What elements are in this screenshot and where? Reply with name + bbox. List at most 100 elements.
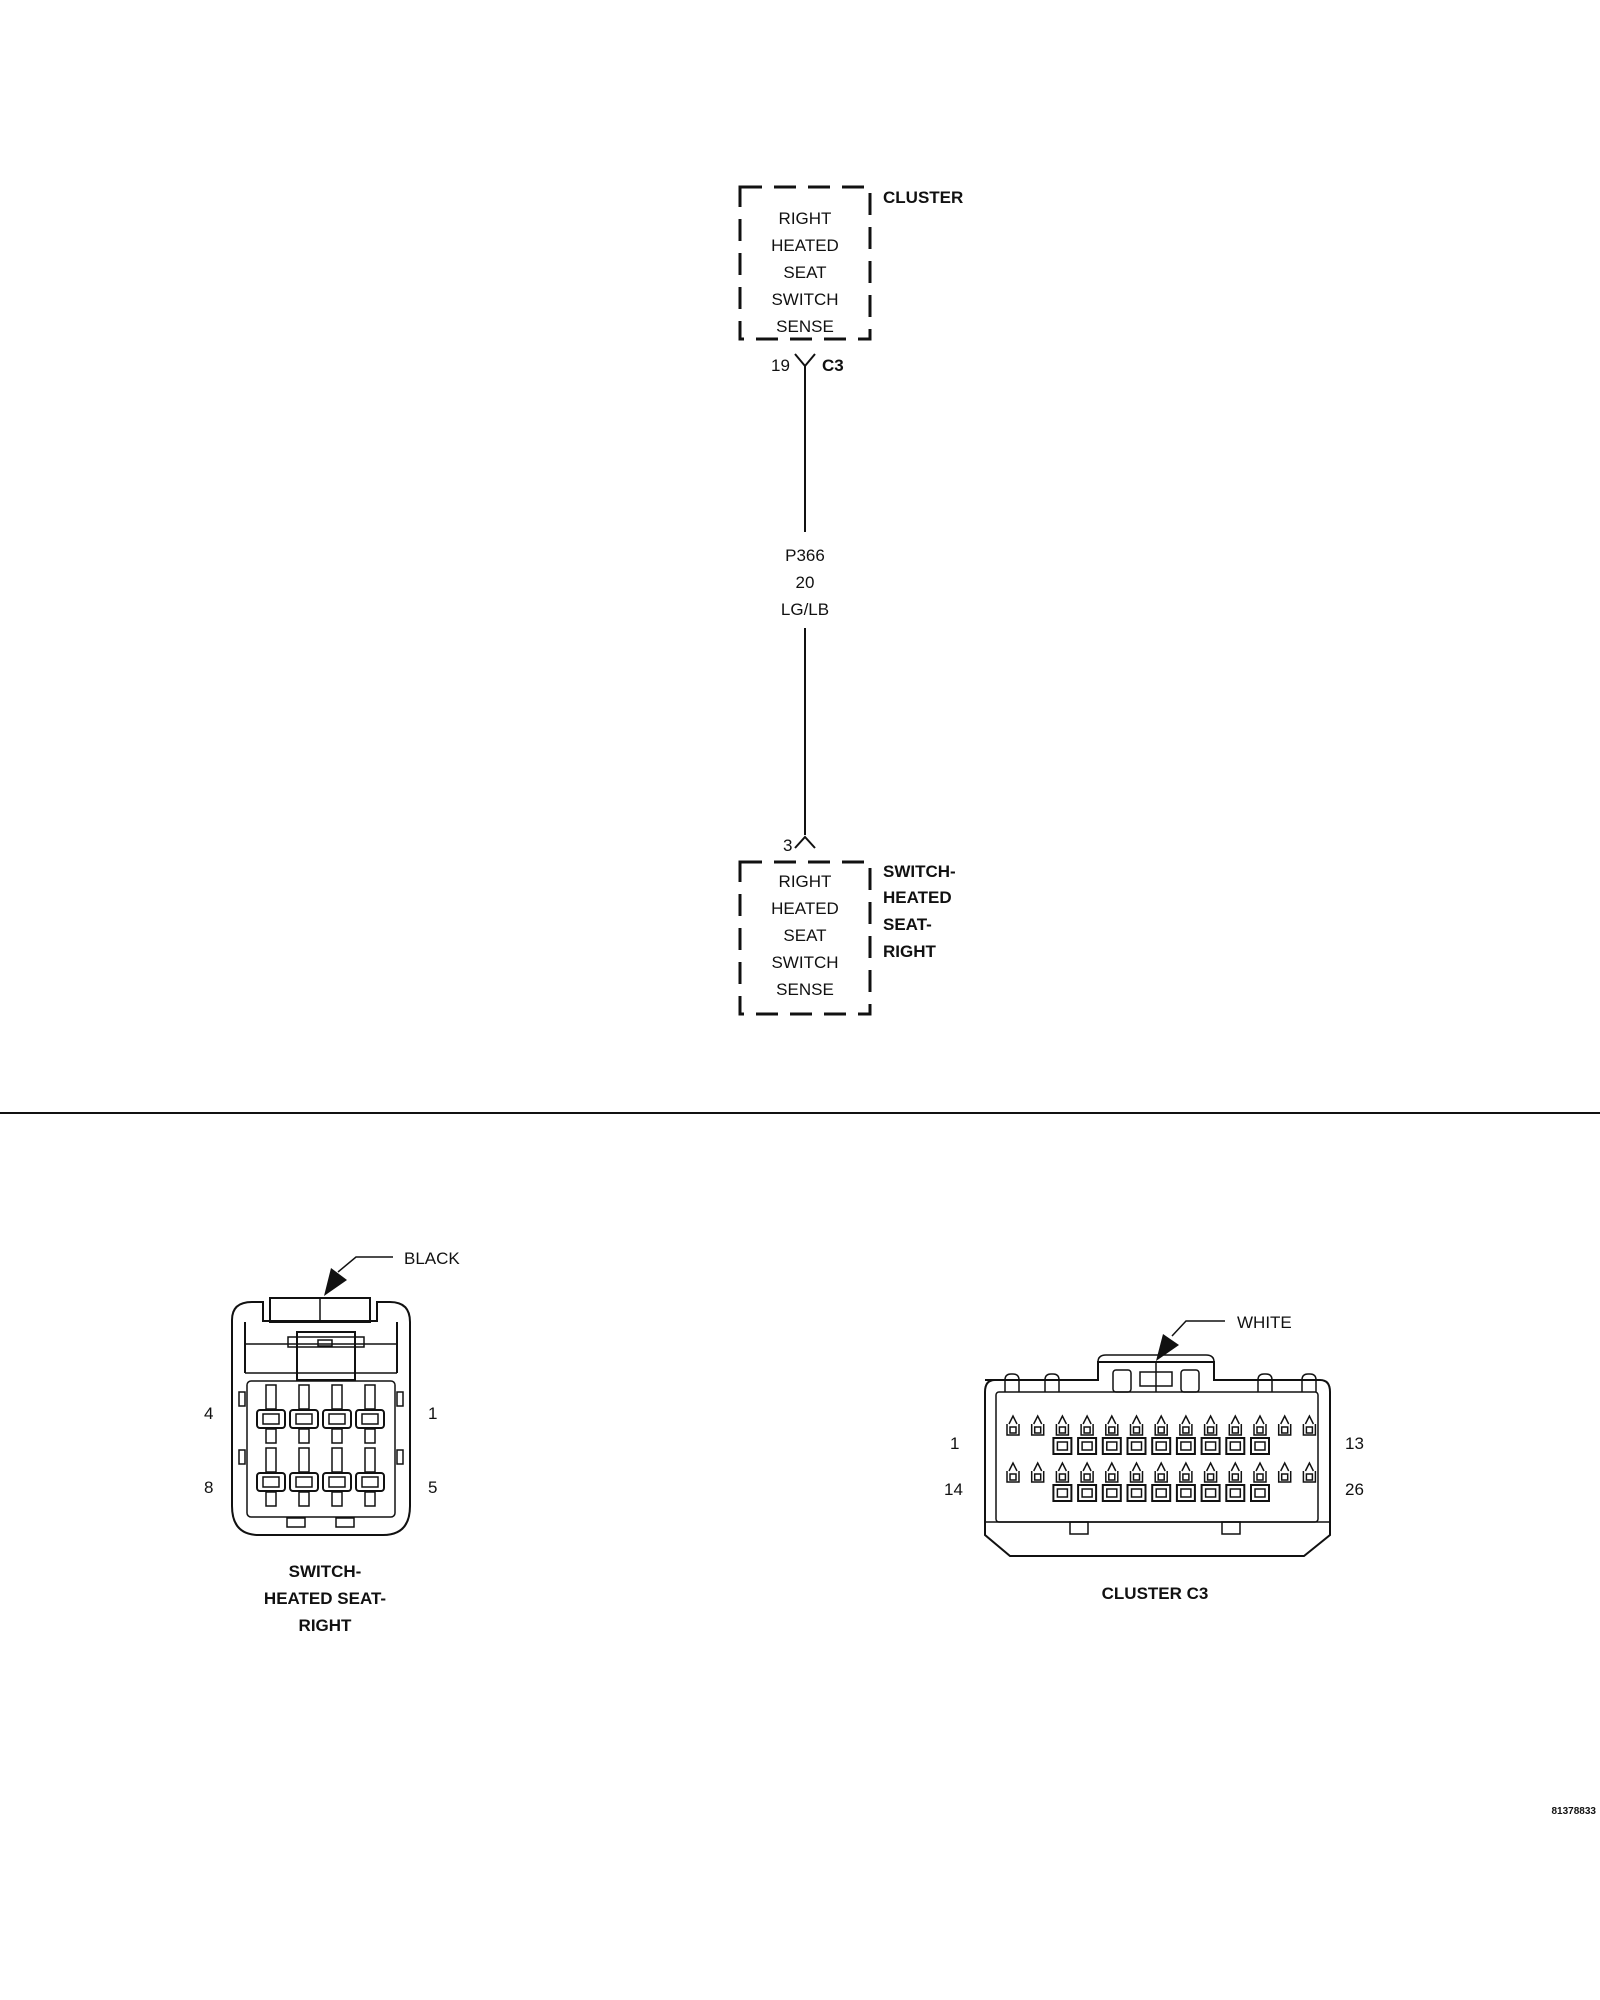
white-callout-arrow (1156, 1334, 1179, 1361)
side-rib-right-1 (396, 1391, 404, 1407)
switch-module: SWITCH- HEATED SEAT- RIGHT RIGHT HEATED … (738, 860, 956, 1016)
switch-pin-number: 3 (783, 836, 792, 855)
wire-circuit: P366 (785, 546, 825, 565)
cavity-inner (361, 1413, 379, 1425)
side-rib-left-2 (238, 1449, 246, 1465)
rib (1044, 1373, 1060, 1392)
terminal-body (1203, 1424, 1218, 1436)
cluster-pin-label-14: 14 (944, 1480, 963, 1499)
cavity-inner (1229, 1441, 1242, 1451)
cluster-connector-id: C3 (822, 356, 844, 375)
switch-connector-cavities (256, 1384, 385, 1507)
cluster-function-line-1: RIGHT (779, 209, 832, 228)
switch-module-name-line-2: HEATED (883, 888, 952, 907)
cluster-latch-right (1180, 1369, 1200, 1393)
terminal-tip (1082, 1414, 1092, 1425)
cavity-guide (331, 1447, 343, 1473)
cluster-connector-cavities (1006, 1414, 1317, 1502)
switch-pin-3-terminal: 3 (783, 835, 816, 855)
terminal-window (1182, 1426, 1190, 1434)
terminal-window (1033, 1426, 1042, 1434)
cavity-guide (298, 1428, 310, 1444)
switch-module-boundary (738, 860, 872, 1016)
male-terminal-symbol (794, 835, 816, 849)
cavity-inner (1254, 1488, 1266, 1498)
cavity-inner (1180, 1441, 1192, 1451)
switch-connector-face-view: BLACK 4 1 8 5 SWITCH- HEATED SEAT- RIGHT (204, 1249, 460, 1635)
black-callout-arrow (324, 1268, 347, 1296)
switch-connector-lock-tab (296, 1331, 356, 1381)
terminal-window (1033, 1473, 1042, 1481)
cavity (1175, 1484, 1196, 1502)
cavity (1200, 1437, 1221, 1455)
lock-tab-bar (287, 1336, 365, 1348)
terminal-window (1132, 1426, 1141, 1434)
wire-gauge: 20 (796, 573, 815, 592)
terminal-tip (1156, 1414, 1166, 1425)
terminal-body (1154, 1471, 1168, 1483)
terminal-body (1228, 1424, 1243, 1436)
cluster-pin-label-1: 1 (950, 1434, 959, 1453)
terminal-tip (1255, 1461, 1265, 1472)
terminal-body (1030, 1471, 1045, 1483)
terminal-window (1009, 1473, 1017, 1481)
terminal-tip (1280, 1414, 1290, 1425)
figure-id: 81378833 (1552, 1806, 1597, 1817)
terminal-window (1206, 1473, 1215, 1481)
cluster-pin-19-terminal: 19 C3 (771, 353, 844, 375)
cavity (1077, 1437, 1098, 1455)
cavity (1175, 1437, 1196, 1455)
side-rib-left-1 (238, 1391, 246, 1407)
cavity (1052, 1437, 1073, 1455)
terminal-window (1231, 1426, 1240, 1434)
switch-connector-title-line-1: SWITCH- (289, 1562, 362, 1581)
switch-pin-label-4: 4 (204, 1404, 213, 1423)
terminal-body (1129, 1471, 1144, 1483)
terminal-window (1305, 1473, 1314, 1481)
terminal-tip (1057, 1414, 1068, 1425)
terminal-body (1105, 1424, 1119, 1436)
cavity-guide (298, 1447, 310, 1473)
cavity-inner (1204, 1441, 1217, 1451)
cluster-module-boundary (738, 185, 872, 341)
cavity-inner (1155, 1441, 1167, 1451)
cavity-inner (1155, 1488, 1167, 1498)
cluster-latch-hood (1097, 1354, 1215, 1363)
cavity (1126, 1484, 1147, 1502)
terminal-tip (1107, 1461, 1117, 1472)
switch-pin-label-1: 1 (428, 1404, 437, 1423)
cavity-inner (1130, 1488, 1143, 1498)
cavity-inner (1106, 1488, 1118, 1498)
cavity-guide (364, 1384, 376, 1410)
rib (1301, 1373, 1317, 1392)
switch-function-line-1: RIGHT (779, 872, 832, 891)
switch-function-line-2: HEATED (771, 899, 839, 918)
bottom-key-1 (286, 1517, 306, 1528)
terminal-window (1083, 1473, 1091, 1481)
cluster-pin-label-13: 13 (1345, 1434, 1364, 1453)
terminal-window (1280, 1473, 1289, 1481)
terminal-tip (1008, 1414, 1018, 1425)
terminal-tip (1205, 1414, 1216, 1425)
terminal-window (1058, 1426, 1067, 1434)
cluster-bottom-key-1 (1069, 1521, 1089, 1535)
cavity (256, 1409, 286, 1429)
terminal-window (1182, 1473, 1190, 1481)
cavity-guide (331, 1428, 343, 1444)
terminal-tip (1107, 1414, 1117, 1425)
terminal-body (1055, 1424, 1070, 1436)
cavity-inner (262, 1476, 280, 1488)
terminal-window (1132, 1473, 1141, 1481)
cavity-guide (364, 1491, 376, 1507)
cavity (1225, 1437, 1246, 1455)
housing-inner-walls (244, 1322, 398, 1373)
cavity-inner (1056, 1441, 1069, 1451)
switch-module-name-line-1: SWITCH- (883, 862, 956, 881)
cavity (1052, 1484, 1073, 1502)
cavity (1250, 1437, 1270, 1455)
cavity-guide (298, 1491, 310, 1507)
switch-connector-color-label: BLACK (404, 1249, 460, 1268)
cavity (1250, 1484, 1270, 1502)
cavity-guide (265, 1491, 277, 1507)
cluster-pin-label-26: 26 (1345, 1480, 1364, 1499)
